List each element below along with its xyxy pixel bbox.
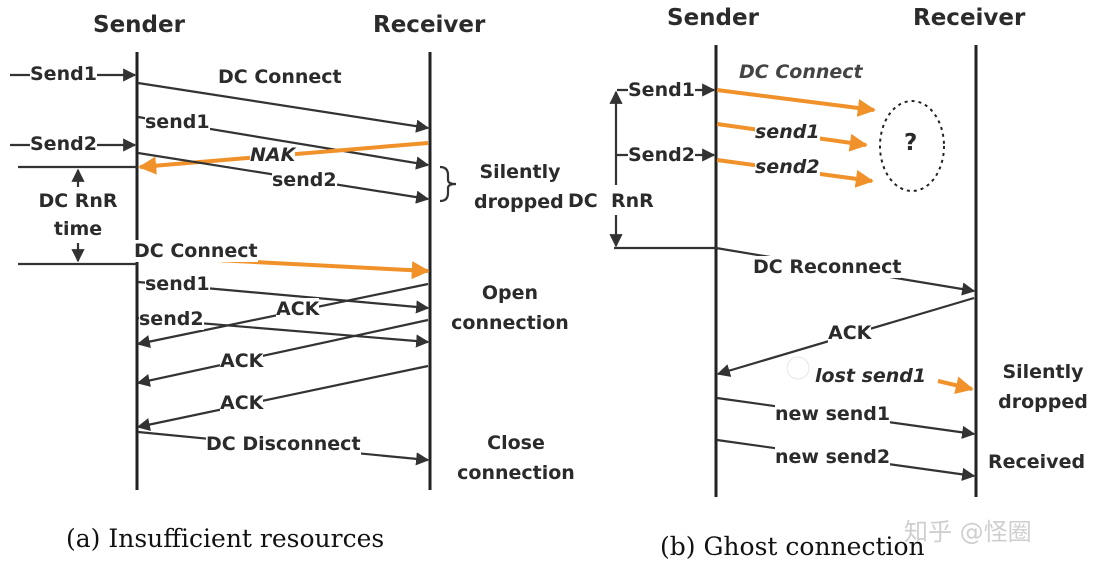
a-silently-dropped-label: Silently dropped bbox=[474, 157, 566, 217]
a-dc-disconnect-label: DC Disconnect bbox=[206, 433, 361, 455]
b-ack-label: ACK bbox=[828, 322, 872, 344]
b-received-label: Received bbox=[988, 451, 1086, 473]
watermark: 知乎 @怪圈 bbox=[904, 518, 1032, 546]
a-ack-3-arrow bbox=[136, 364, 429, 432]
a-receiver-label: Receiver bbox=[373, 12, 486, 38]
b-small-circle bbox=[786, 356, 810, 380]
a-caption: (a) Insufficient resources bbox=[66, 524, 385, 553]
a-dc-connect-label: DC Connect bbox=[218, 66, 342, 88]
a-dc-rnr-time-label: DC RnR time bbox=[30, 187, 126, 243]
b-unknown-ellipse bbox=[879, 100, 945, 192]
b-unknown-label: ? bbox=[904, 130, 918, 156]
b-new-send1-label: new send1 bbox=[775, 403, 891, 425]
a-connection-open-text: connection bbox=[451, 312, 569, 334]
b-dropped-text: dropped bbox=[998, 391, 1088, 413]
b-silently-text: Silently bbox=[1002, 361, 1084, 383]
b-caption: (b) Ghost connection bbox=[660, 532, 925, 561]
b-lost-send1-label: lost send1 bbox=[815, 365, 927, 387]
b-send2-lower-label: send2 bbox=[755, 156, 820, 178]
a-dc-connect-2-label: DC Connect bbox=[134, 240, 258, 262]
b-send2-label: Send2 bbox=[628, 144, 695, 166]
a-ack-1-label: ACK bbox=[276, 298, 320, 320]
a-send2-lower-label: send2 bbox=[272, 169, 337, 191]
a-open-connection-label: Open connection bbox=[442, 278, 578, 338]
a-send2-label: Send2 bbox=[30, 133, 97, 155]
a-silently-dropped-brace bbox=[439, 165, 457, 203]
b-sender-label: Sender bbox=[667, 5, 759, 31]
a-silently-text: Silently bbox=[479, 161, 561, 183]
a-dropped-text: dropped bbox=[474, 191, 564, 213]
a-send1-2-label: send1 bbox=[145, 273, 210, 295]
a-nak-label: NAK bbox=[250, 144, 296, 166]
a-close-text: Close bbox=[487, 432, 545, 454]
b-send1-lower-label: send1 bbox=[755, 121, 820, 143]
a-send2-2-label: send2 bbox=[139, 308, 204, 330]
b-receiver-label: Receiver bbox=[913, 5, 1026, 31]
b-silently-dropped-label: Silently dropped bbox=[988, 357, 1098, 417]
b-send1-label: Send1 bbox=[628, 79, 695, 101]
b-dc-reconnect-label: DC Reconnect bbox=[753, 256, 902, 278]
a-dc-rnr-text: DC RnR bbox=[38, 190, 118, 212]
b-dc-connect-label: DC Connect bbox=[739, 61, 863, 83]
a-ack-3-label: ACK bbox=[220, 392, 264, 414]
a-connection-close-text: connection bbox=[457, 462, 575, 484]
a-sender-label: Sender bbox=[93, 12, 185, 38]
a-ack-2-label: ACK bbox=[220, 350, 264, 372]
b-new-send2-label: new send2 bbox=[775, 446, 891, 468]
b-lost-send1-arrow bbox=[937, 376, 974, 395]
a-open-text: Open bbox=[481, 282, 539, 304]
a-dc-connect-arrow bbox=[137, 81, 430, 133]
a-send1-lower-label: send1 bbox=[145, 111, 210, 133]
a-ack-2-arrow bbox=[136, 318, 429, 387]
b-dc-connect-arrow bbox=[716, 88, 876, 117]
a-time-text: time bbox=[53, 218, 103, 240]
b-dc-rnr-label: DC RnR bbox=[568, 190, 664, 212]
a-send1-label: Send1 bbox=[30, 63, 97, 85]
a-close-connection-label: Close connection bbox=[448, 428, 584, 488]
